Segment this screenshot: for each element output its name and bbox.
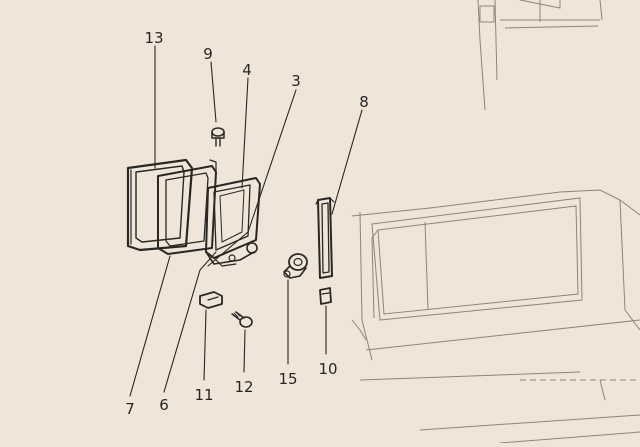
- part-12-bolt: [231, 311, 253, 328]
- part-10-end-piece: [319, 287, 332, 305]
- callout-3: 3: [291, 72, 301, 90]
- callout-labels: 13 9 4 3 8 7 6 11 12 15 10: [125, 29, 369, 418]
- leader-lines: [129, 45, 363, 397]
- part-3-4-window-pane: [205, 177, 261, 267]
- part-9-screw: [211, 127, 225, 147]
- callout-8: 8: [359, 93, 369, 111]
- part-11-clip: [199, 291, 223, 309]
- callout-15: 15: [278, 370, 297, 388]
- callout-6: 6: [159, 396, 169, 414]
- part-15-catch: [283, 253, 308, 279]
- callout-10: 10: [318, 360, 337, 378]
- callout-13: 13: [144, 29, 163, 47]
- vehicle-body-outline: [351, 0, 640, 444]
- callout-7: 7: [125, 400, 135, 418]
- callout-9: 9: [203, 45, 213, 63]
- part-8-guide-rail: [315, 197, 335, 279]
- callout-12: 12: [234, 378, 253, 396]
- part-13-seal-frame: [126, 158, 194, 252]
- callout-4: 4: [242, 61, 252, 79]
- callout-11: 11: [194, 386, 213, 404]
- part-7-inner-frame: [157, 159, 217, 255]
